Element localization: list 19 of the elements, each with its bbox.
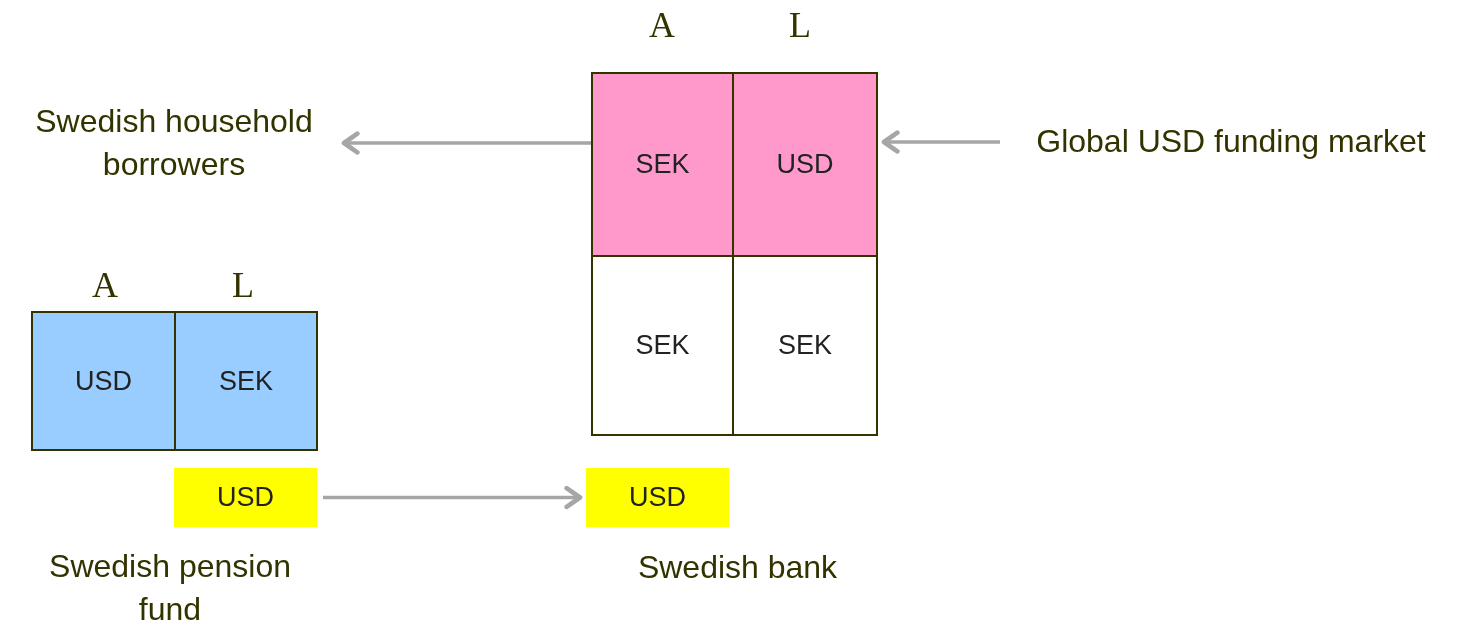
arrow (341, 131, 591, 155)
node-label: Swedish household borrowers (34, 101, 314, 184)
currency-tag: USD (174, 468, 317, 527)
balance-sheet-cell: USD (31, 311, 176, 451)
column-heading: L (789, 4, 811, 46)
arrow (881, 130, 1000, 154)
balance-sheet-cell: SEK (174, 311, 318, 451)
entity-caption: Swedish pension fund (48, 547, 292, 628)
balance-sheet-cell: SEK (591, 72, 734, 257)
arrow (323, 485, 583, 510)
column-heading: A (649, 4, 675, 46)
balance-sheet-cell: SEK (732, 255, 878, 436)
column-heading: A (92, 264, 118, 306)
node-label: Global USD funding market (1036, 122, 1426, 162)
column-heading: L (232, 264, 254, 306)
entity-caption: Swedish bank (636, 548, 839, 587)
currency-tag: USD (586, 468, 729, 527)
balance-sheet-cell: USD (732, 72, 878, 257)
balance-sheet-cell: SEK (591, 255, 734, 436)
